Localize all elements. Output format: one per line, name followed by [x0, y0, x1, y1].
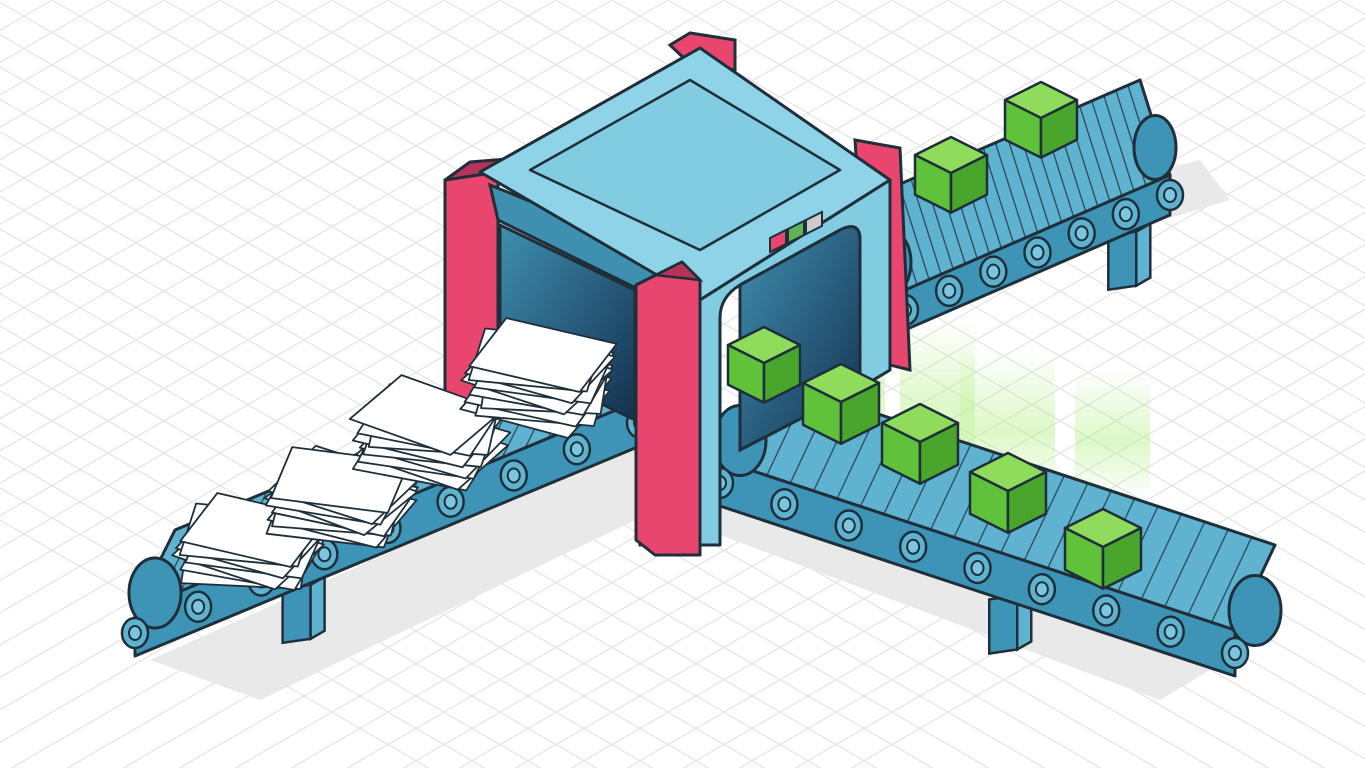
conveyor-end: [1132, 114, 1178, 181]
back-conveyor: [867, 78, 1185, 332]
paper-stacks: [171, 317, 618, 591]
machine-top-panel: [528, 78, 842, 252]
conveyor-leg: [309, 574, 326, 641]
indicator-light: [805, 210, 823, 236]
cube-right: [839, 381, 881, 446]
indicator-light: [787, 219, 805, 245]
cube-right: [918, 421, 960, 486]
cube-right: [1006, 470, 1048, 535]
conveyor-end: [1227, 574, 1283, 647]
cube-right: [1101, 526, 1143, 591]
conveyor-end: [127, 556, 183, 630]
paper-sheet: [468, 317, 618, 393]
conveyor-leg: [1135, 221, 1152, 288]
green-cubes: [726, 80, 1143, 591]
pink-front-pillar: [634, 260, 702, 557]
cube-right: [762, 343, 802, 404]
cube-right: [949, 153, 989, 214]
indicator-light: [769, 228, 787, 254]
cube-right: [1039, 98, 1079, 159]
